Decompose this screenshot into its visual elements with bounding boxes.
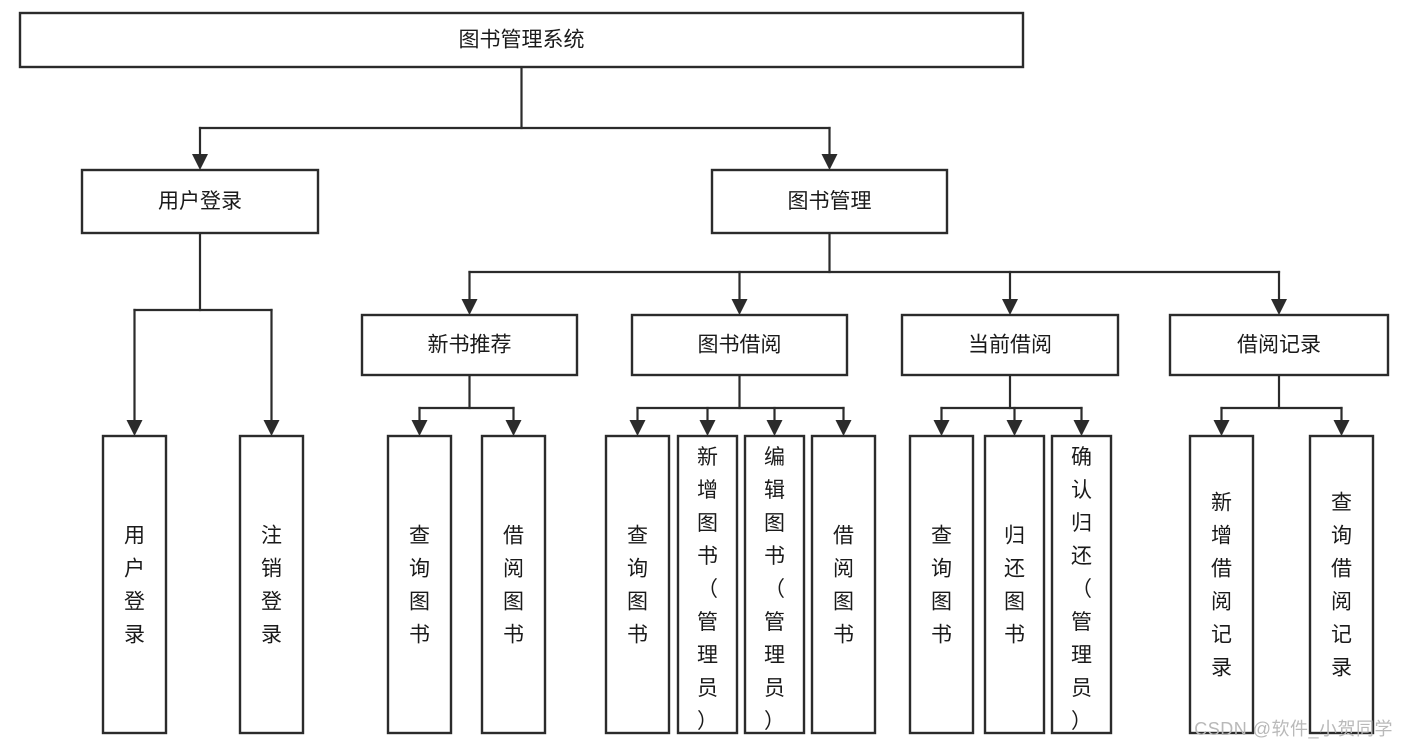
node-label-borrow-record: 借阅记录 [1237, 334, 1321, 357]
node-box-return-book [983, 434, 1046, 735]
node-label-add-book-admin: 新增图书（管理员） [697, 446, 718, 733]
node-box-query-book-3 [908, 434, 975, 735]
node-label-book-management: 图书管理 [788, 190, 872, 213]
node-box-query-book-2 [604, 434, 671, 735]
arrow-head-icon [1006, 420, 1023, 436]
node-label-query-book-3: 查询图书 [931, 525, 952, 647]
arrow-head-icon [1271, 299, 1287, 315]
arrow-head-icon [731, 299, 748, 315]
node-box-borrow-record [1168, 313, 1390, 377]
arrow-head-icon [411, 420, 428, 436]
node-borrow-record[interactable]: 借阅记录 [1168, 313, 1390, 377]
node-box-root [18, 11, 1025, 69]
arrow-head-icon [1002, 299, 1018, 315]
node-user-login[interactable]: 用户登录 [80, 168, 320, 235]
node-label-query-borrow-record: 查询借阅记录 [1331, 492, 1352, 680]
arrow-head-icon [629, 420, 646, 436]
node-box-borrow-book-1 [480, 434, 547, 735]
node-box-book-borrow [630, 313, 849, 377]
node-box-query-borrow-record [1308, 434, 1375, 735]
node-layer: 图书管理系统用户登录图书管理新书推荐图书借阅当前借阅借阅记录用户登录注销登录查询… [18, 11, 1390, 735]
node-new-book-recommend[interactable]: 新书推荐 [360, 313, 579, 377]
arrow-head-icon [1213, 420, 1230, 436]
node-label-current-borrow: 当前借阅 [968, 334, 1052, 357]
node-box-query-book-1 [386, 434, 453, 735]
node-query-borrow-record[interactable]: 查询借阅记录 [1308, 434, 1375, 735]
arrow-head-icon [505, 420, 522, 436]
node-label-confirm-return-admin: 确认归还（管理员） [1071, 446, 1092, 733]
node-box-edit-book-admin [743, 434, 806, 735]
node-user-logout-action[interactable]: 注销登录 [238, 434, 305, 735]
node-label-user-login-action: 用户登录 [124, 525, 145, 647]
node-label-add-borrow-record: 新增借阅记录 [1211, 492, 1232, 680]
node-confirm-return-admin[interactable]: 确认归还（管理员） [1050, 434, 1113, 735]
arrow-head-icon [699, 420, 716, 436]
node-return-book[interactable]: 归还图书 [983, 434, 1046, 735]
node-box-confirm-return-admin [1050, 434, 1113, 735]
arrow-head-icon [192, 154, 208, 170]
node-root[interactable]: 图书管理系统 [18, 11, 1025, 69]
node-label-edit-book-admin: 编辑图书（管理员） [764, 446, 785, 733]
arrow-head-icon [126, 420, 143, 436]
node-label-new-book-recommend: 新书推荐 [428, 334, 512, 357]
node-label-borrow-book-1: 借阅图书 [503, 525, 524, 647]
node-user-login-action[interactable]: 用户登录 [101, 434, 168, 735]
node-label-user-logout-action: 注销登录 [261, 525, 282, 647]
node-query-book-1[interactable]: 查询图书 [386, 434, 453, 735]
node-borrow-book-2[interactable]: 借阅图书 [810, 434, 877, 735]
node-borrow-book-1[interactable]: 借阅图书 [480, 434, 547, 735]
arrow-head-icon [1333, 420, 1350, 436]
node-box-add-book-admin [676, 434, 739, 735]
node-box-user-login-action [101, 434, 168, 735]
node-label-user-login: 用户登录 [158, 190, 242, 213]
node-current-borrow[interactable]: 当前借阅 [900, 313, 1120, 377]
node-query-book-3[interactable]: 查询图书 [908, 434, 975, 735]
arrow-head-icon [1073, 420, 1090, 436]
arrow-head-icon [263, 420, 280, 436]
arrow-head-icon [461, 299, 478, 315]
node-box-add-borrow-record [1188, 434, 1255, 735]
node-box-new-book-recommend [360, 313, 579, 377]
node-book-management[interactable]: 图书管理 [710, 168, 949, 235]
node-label-query-book-1: 查询图书 [409, 525, 430, 647]
node-label-borrow-book-2: 借阅图书 [833, 525, 854, 647]
node-box-book-management [710, 168, 949, 235]
node-label-root: 图书管理系统 [459, 29, 585, 52]
node-label-book-borrow: 图书借阅 [698, 334, 782, 357]
arrow-head-icon [835, 420, 852, 436]
node-add-borrow-record[interactable]: 新增借阅记录 [1188, 434, 1255, 735]
arrow-head-icon [933, 420, 950, 436]
node-book-borrow[interactable]: 图书借阅 [630, 313, 849, 377]
node-label-query-book-2: 查询图书 [627, 525, 648, 647]
node-box-user-login [80, 168, 320, 235]
node-edit-book-admin[interactable]: 编辑图书（管理员） [743, 434, 806, 735]
node-box-user-logout-action [238, 434, 305, 735]
node-box-current-borrow [900, 313, 1120, 377]
arrow-head-icon [821, 154, 838, 170]
arrow-head-icon [766, 420, 783, 436]
node-query-book-2[interactable]: 查询图书 [604, 434, 671, 735]
node-box-borrow-book-2 [810, 434, 877, 735]
node-add-book-admin[interactable]: 新增图书（管理员） [676, 434, 739, 735]
node-label-return-book: 归还图书 [1004, 525, 1025, 647]
connector-layer [126, 65, 1350, 436]
